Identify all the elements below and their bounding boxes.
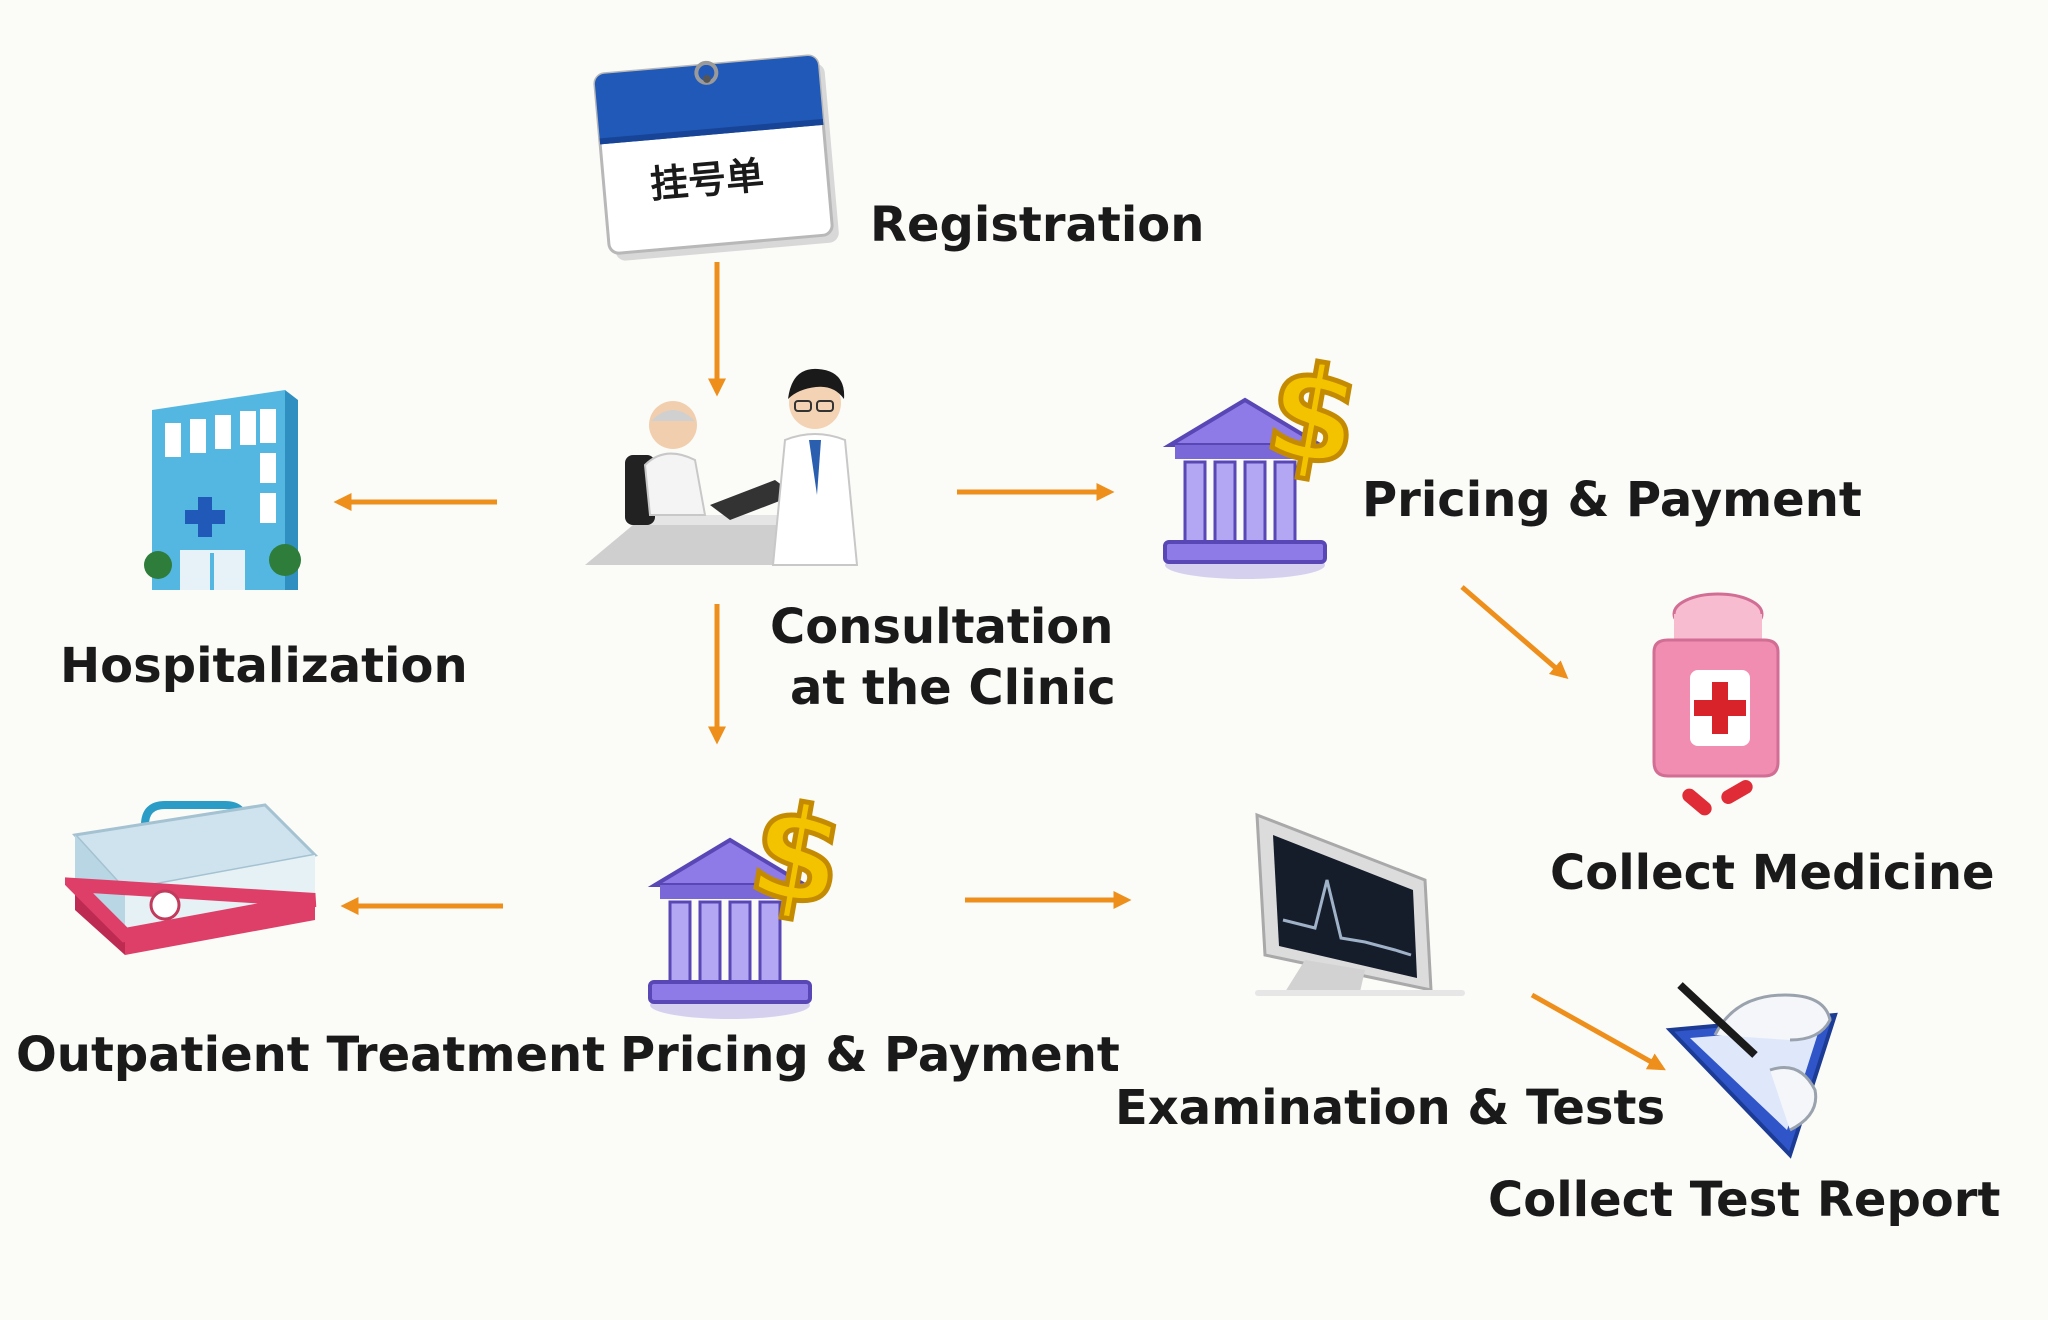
medicine-label: Collect Medicine	[1550, 845, 1995, 901]
outpatient-label: Outpatient Treatment	[16, 1027, 606, 1083]
doctors-icon	[585, 368, 859, 566]
examination-label: Examination & Tests	[1115, 1080, 1666, 1136]
consultation-label-line2: at the Clinic	[790, 660, 1116, 716]
registration-label: Registration	[870, 197, 1205, 253]
bank-icon	[1162, 397, 1328, 579]
pricing-bottom-label: Pricing & Payment	[620, 1027, 1120, 1083]
report-icon	[1665, 982, 1838, 1159]
calendar-icon	[593, 54, 839, 261]
arrow-pricing-top-to-medicine	[1460, 585, 1569, 679]
medicine-bottle-icon	[1652, 592, 1780, 816]
monitor-icon	[1255, 812, 1465, 996]
report-label: Collect Test Report	[1488, 1172, 2001, 1228]
toolbox-icon	[65, 801, 319, 955]
hospitalization-label: Hospitalization	[60, 638, 468, 694]
arrow-examination-to-report	[1530, 992, 1666, 1071]
registration-card-text: 挂号单	[648, 152, 766, 207]
consultation-label-line1: Consultation	[770, 599, 1114, 655]
hospital-icon	[144, 390, 301, 590]
pricing-top-label: Pricing & Payment	[1362, 472, 1862, 528]
bank-icon-bottom	[647, 837, 813, 1019]
